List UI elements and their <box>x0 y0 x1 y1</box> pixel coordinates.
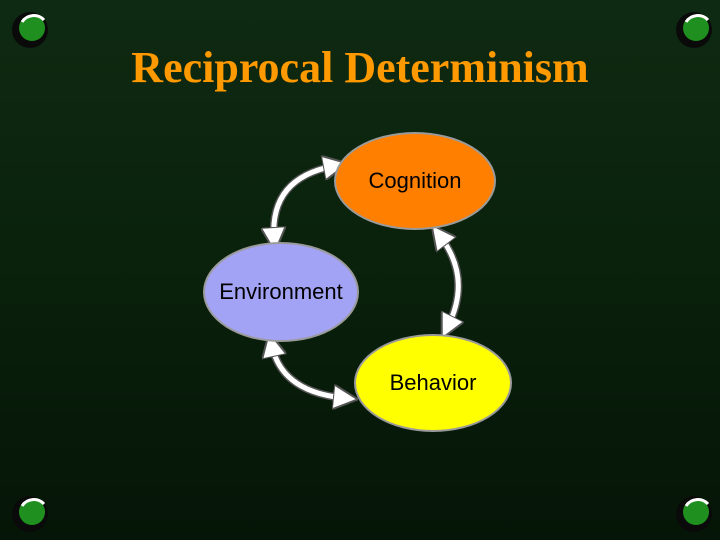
node-cognition-label: Cognition <box>368 168 462 193</box>
arrow-environment-cognition-fill <box>274 166 334 238</box>
arrow-environment-behavior-fill <box>272 346 344 398</box>
node-behavior-label: Behavior <box>389 370 477 395</box>
slide-title: Reciprocal Determinism <box>131 43 589 92</box>
corner-ring-icon <box>8 8 52 52</box>
node-environment-label: Environment <box>219 279 343 304</box>
node-behavior: Behavior <box>354 334 512 432</box>
corner-ring-icon <box>672 8 716 52</box>
arrow-cognition-behavior-fill <box>440 236 458 326</box>
node-environment: Environment <box>203 242 359 342</box>
corner-ring-icon <box>672 492 716 536</box>
node-cognition: Cognition <box>334 132 496 230</box>
corner-ring-icon <box>8 492 52 536</box>
